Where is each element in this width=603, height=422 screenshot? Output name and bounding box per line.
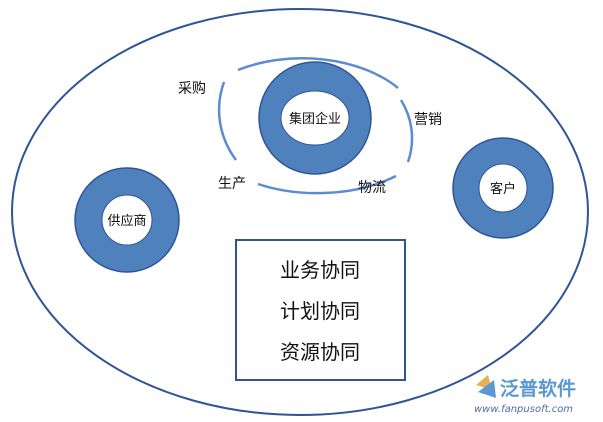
orbit-label-logistics: 物流 <box>358 180 386 196</box>
collaboration-item-planning: 计划协同 <box>280 299 360 323</box>
collaboration-box-frame <box>235 239 406 381</box>
watermark-url: www.fanpusoft.com <box>474 404 573 415</box>
supplier-node-label: 供应商 <box>107 213 146 229</box>
orbit-arcs <box>217 57 414 195</box>
customer-ring-hole <box>478 163 528 213</box>
center-node: 集团企业 <box>258 61 372 175</box>
orbit-arc-bottom <box>257 174 397 195</box>
center-ring-hole <box>280 90 350 146</box>
orbit-arc-top <box>237 57 399 89</box>
customer-node: 客户 <box>452 137 554 239</box>
enterprise-boundary-ellipse <box>11 8 589 416</box>
collaboration-item-business: 业务协同 <box>280 258 360 282</box>
supplier-node: 供应商 <box>74 167 180 273</box>
fanpu-logo-icon <box>476 375 496 398</box>
supplier-ring-hole <box>101 194 153 246</box>
orbit-label-purchase: 采购 <box>178 81 206 97</box>
collaboration-box: 业务协同 计划协同 资源协同 <box>235 239 406 381</box>
orbit-arc-right <box>399 99 414 163</box>
orbit-label-marketing: 营销 <box>414 112 442 128</box>
customer-node-label: 客户 <box>490 181 516 197</box>
orbit-arc-left <box>217 81 238 161</box>
center-node-label: 集团企业 <box>289 111 341 127</box>
orbit-label-production: 生产 <box>218 176 246 192</box>
watermark: 泛普软件 www.fanpusoft.com <box>474 375 576 415</box>
collaboration-item-resource: 资源协同 <box>280 340 360 364</box>
watermark-brand: 泛普软件 <box>500 377 576 400</box>
